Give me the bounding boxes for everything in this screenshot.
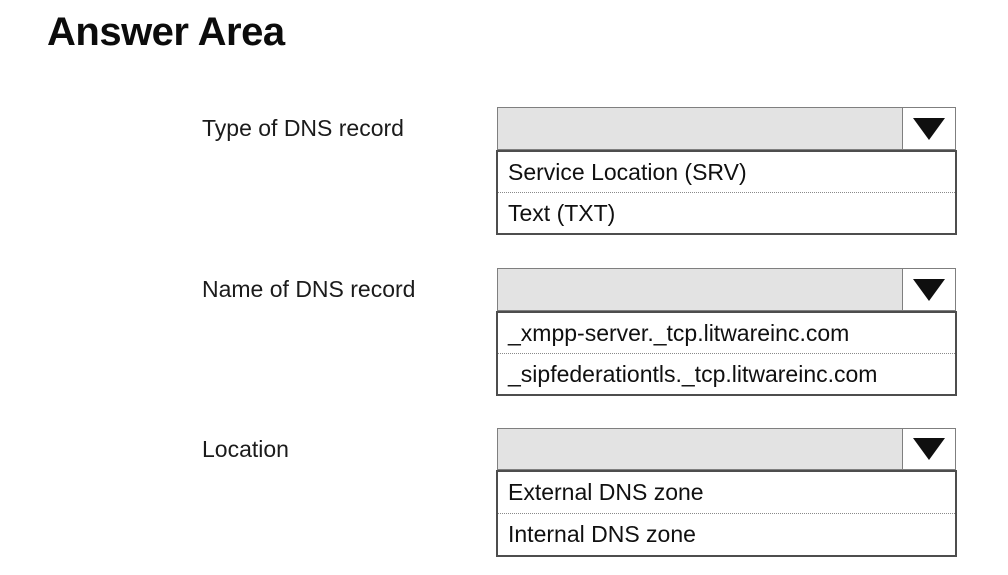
dropdown-arrow-button[interactable]	[902, 269, 955, 310]
location-dropdown[interactable]	[497, 428, 956, 470]
field-label-name-of-dns-record: Name of DNS record	[202, 276, 416, 302]
chevron-down-icon	[913, 117, 945, 140]
type-of-dns-record-dropdown[interactable]	[497, 107, 956, 150]
field-label-location: Location	[202, 436, 289, 462]
dropdown-option[interactable]: External DNS zone	[508, 479, 704, 505]
chevron-down-icon	[913, 278, 945, 301]
dropdown-option[interactable]: _sipfederationtls._tcp.litwareinc.com	[498, 353, 955, 394]
chevron-down-icon	[913, 438, 945, 460]
dropdown-option[interactable]: Service Location (SRV)	[508, 158, 747, 185]
dropdown-option[interactable]: Internal DNS zone	[498, 513, 955, 555]
name-of-dns-record-dropdown[interactable]	[497, 268, 956, 311]
page-title: Answer Area	[47, 10, 285, 54]
field-label-type-of-dns-record: Type of DNS record	[202, 115, 404, 141]
dropdown-arrow-button[interactable]	[902, 108, 955, 149]
dropdown-option[interactable]: _xmpp-server._tcp.litwareinc.com	[508, 319, 850, 346]
dropdown-arrow-button[interactable]	[902, 429, 955, 469]
dropdown-selected-value	[498, 429, 902, 469]
dropdown-option[interactable]: Text (TXT)	[498, 192, 955, 233]
dropdown-selected-value	[498, 108, 902, 149]
location-options-list: External DNS zone Internal DNS zone	[496, 470, 957, 557]
dropdown-selected-value	[498, 269, 902, 310]
name-of-dns-record-options-list: _xmpp-server._tcp.litwareinc.com _sipfed…	[496, 311, 957, 396]
type-of-dns-record-options-list: Service Location (SRV) Text (TXT)	[496, 150, 957, 235]
